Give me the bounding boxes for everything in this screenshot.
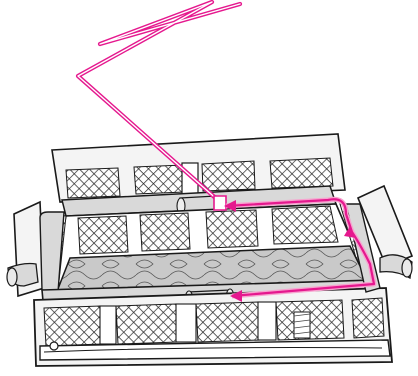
back-mesh-panel [66, 168, 120, 198]
front-wall [34, 288, 392, 366]
front-rivet [50, 342, 58, 350]
left-side-flap [7, 202, 44, 296]
